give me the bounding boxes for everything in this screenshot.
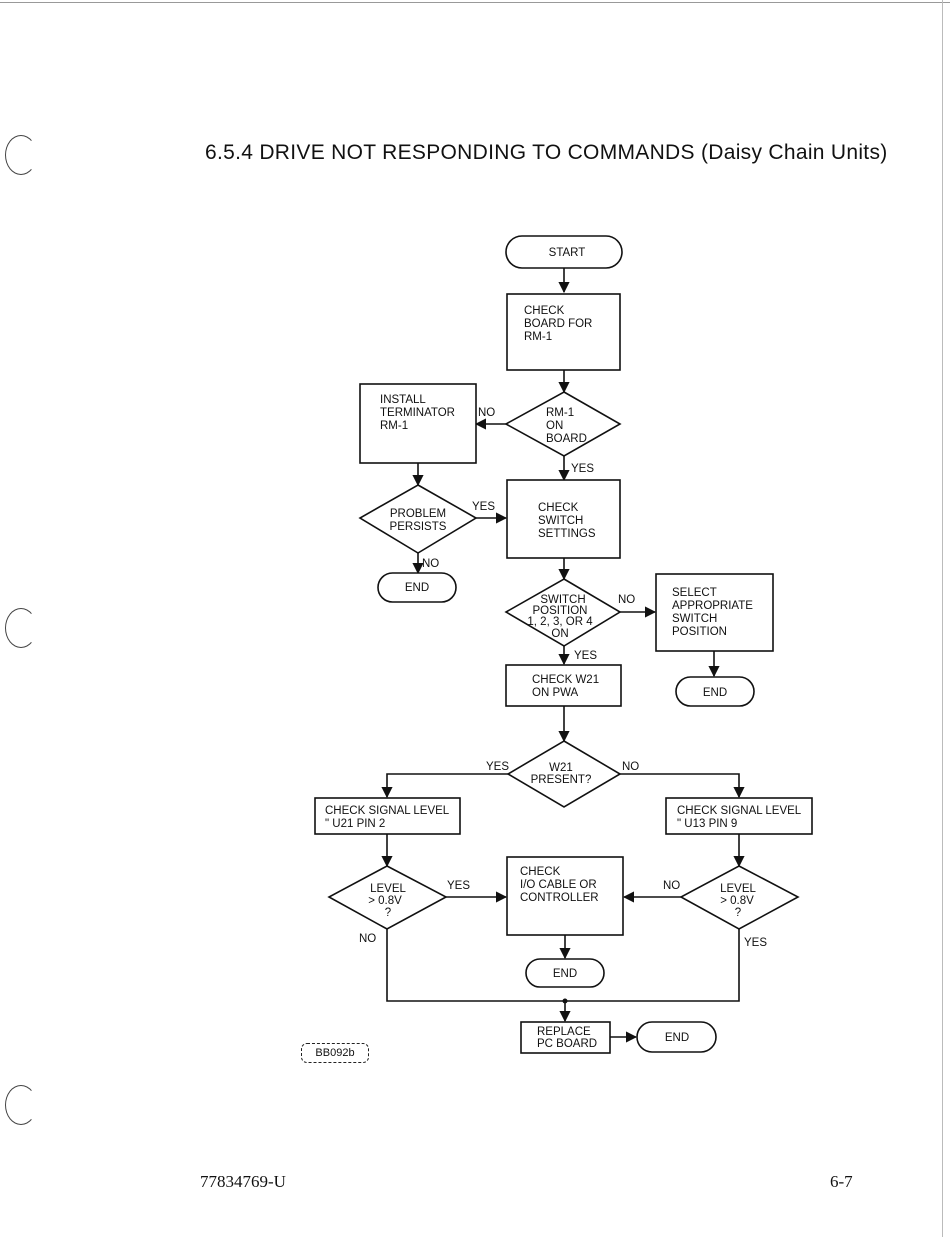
end-terminal-left: END: [377, 572, 457, 603]
start-terminal: START: [505, 235, 623, 269]
install-line1: INSTALL: [380, 394, 426, 406]
signal-left-line2: " U21 PIN 2: [325, 818, 385, 830]
w21-yes-label: YES: [486, 761, 509, 773]
check-board-box: CHECK BOARD FOR RM-1: [506, 293, 621, 371]
select-switch-box: SELECT APPROPRIATE SWITCH POSITION: [655, 573, 774, 652]
check-w21-line2: ON PWA: [532, 687, 579, 699]
level-right-line3: ?: [735, 907, 741, 919]
signal-left-line1: CHECK SIGNAL LEVEL: [325, 805, 450, 817]
level-right-line2: > 0.8V: [720, 895, 754, 907]
end-bottom-label: END: [665, 1032, 689, 1044]
w21-line2: PRESENT?: [531, 774, 592, 786]
check-switch-line2: SWITCH: [538, 515, 583, 527]
rm1-no-label: NO: [478, 407, 495, 419]
level-left-decision: LEVEL > 0.8V ?: [327, 865, 448, 930]
level-left-no-label: NO: [359, 933, 376, 945]
problem-no-label: NO: [422, 558, 439, 570]
check-switch-line1: CHECK: [538, 502, 579, 514]
level-right-decision: LEVEL > 0.8V ?: [679, 865, 800, 930]
binder-hole-middle: [5, 608, 37, 648]
page-title: 6.5.4 DRIVE NOT RESPONDING TO COMMANDS (…: [205, 141, 888, 164]
rm1-line3: BOARD: [546, 433, 587, 445]
switch-line4: ON: [551, 628, 568, 640]
right-edge-line: [942, 0, 943, 1237]
install-terminator-box: INSTALL TERMINATOR RM-1: [359, 383, 477, 464]
check-io-line3: CONTROLLER: [520, 892, 599, 904]
document-number: 77834769-U: [200, 1172, 286, 1191]
problem-yes-label: YES: [472, 501, 495, 513]
rm1-on-board-decision: RM-1 ON BOARD: [504, 391, 622, 457]
connectors: [381, 268, 745, 1043]
check-io-line2: I/O CABLE OR: [520, 879, 597, 891]
figure-tag: BB092b: [301, 1043, 369, 1063]
end-middle-label: END: [553, 968, 577, 980]
binder-hole-bottom: [5, 1085, 37, 1125]
end-terminal-bottom: END: [636, 1021, 717, 1053]
w21-present-decision: W21 PRESENT?: [506, 740, 622, 808]
end-terminal-right-upper: END: [675, 676, 755, 707]
top-edge-line: [0, 2, 950, 3]
switch-line1: SWITCH: [540, 594, 585, 606]
rm1-line1: RM-1: [546, 407, 574, 419]
select-line1: SELECT: [672, 587, 717, 599]
level-left-line3: ?: [385, 907, 391, 919]
check-switch-line3: SETTINGS: [538, 528, 596, 540]
check-board-line2: BOARD FOR: [524, 318, 592, 330]
switch-no-label: NO: [618, 594, 635, 606]
signal-right-line2: " U13 PIN 9: [677, 818, 737, 830]
check-signal-left-box: CHECK SIGNAL LEVEL " U21 PIN 2: [314, 797, 461, 835]
w21-no-label: NO: [622, 761, 639, 773]
end-right-upper-label: END: [703, 687, 727, 699]
select-line3: SWITCH: [672, 613, 717, 625]
switch-line2: POSITION: [533, 605, 588, 617]
level-right-line1: LEVEL: [720, 883, 756, 895]
level-right-yes-label: YES: [744, 937, 767, 949]
check-io-box: CHECK I/O CABLE OR CONTROLLER: [506, 856, 624, 936]
end-terminal-middle: END: [525, 958, 605, 988]
select-line2: APPROPRIATE: [672, 600, 753, 612]
switch-position-decision: SWITCH POSITION 1, 2, 3, OR 4 ON: [504, 578, 622, 647]
problem-line1: PROBLEM: [390, 508, 446, 520]
end-left-label: END: [405, 582, 429, 594]
signal-right-line1: CHECK SIGNAL LEVEL: [677, 805, 802, 817]
check-w21-box: CHECK W21 ON PWA: [505, 664, 622, 707]
install-line2: TERMINATOR: [380, 407, 455, 419]
rm1-yes-label: YES: [571, 463, 594, 475]
check-io-line1: CHECK: [520, 866, 561, 878]
level-left-line1: LEVEL: [370, 883, 406, 895]
level-left-yes-label: YES: [447, 880, 470, 892]
w21-line1: W21: [549, 762, 573, 774]
replace-line1: REPLACE: [537, 1026, 591, 1038]
start-label: START: [549, 247, 586, 259]
switch-yes-label: YES: [574, 650, 597, 662]
replace-board-box: REPLACE PC BOARD: [520, 1021, 611, 1054]
check-w21-line1: CHECK W21: [532, 674, 599, 686]
replace-line2: PC BOARD: [537, 1038, 597, 1050]
check-board-line3: RM-1: [524, 331, 552, 343]
check-board-line1: CHECK: [524, 305, 565, 317]
level-right-no-label: NO: [663, 880, 680, 892]
rm1-line2: ON: [546, 420, 563, 432]
check-signal-right-box: CHECK SIGNAL LEVEL " U13 PIN 9: [665, 797, 813, 835]
page-number: 6-7: [830, 1172, 853, 1191]
level-left-line2: > 0.8V: [368, 895, 402, 907]
switch-line3: 1, 2, 3, OR 4: [527, 616, 593, 628]
install-line3: RM-1: [380, 420, 408, 432]
problem-persists-decision: PROBLEM PERSISTS: [358, 484, 478, 554]
check-switch-box: CHECK SWITCH SETTINGS: [506, 479, 621, 559]
problem-line2: PERSISTS: [390, 521, 447, 533]
binder-hole-top: [5, 135, 37, 175]
select-line4: POSITION: [672, 626, 727, 638]
